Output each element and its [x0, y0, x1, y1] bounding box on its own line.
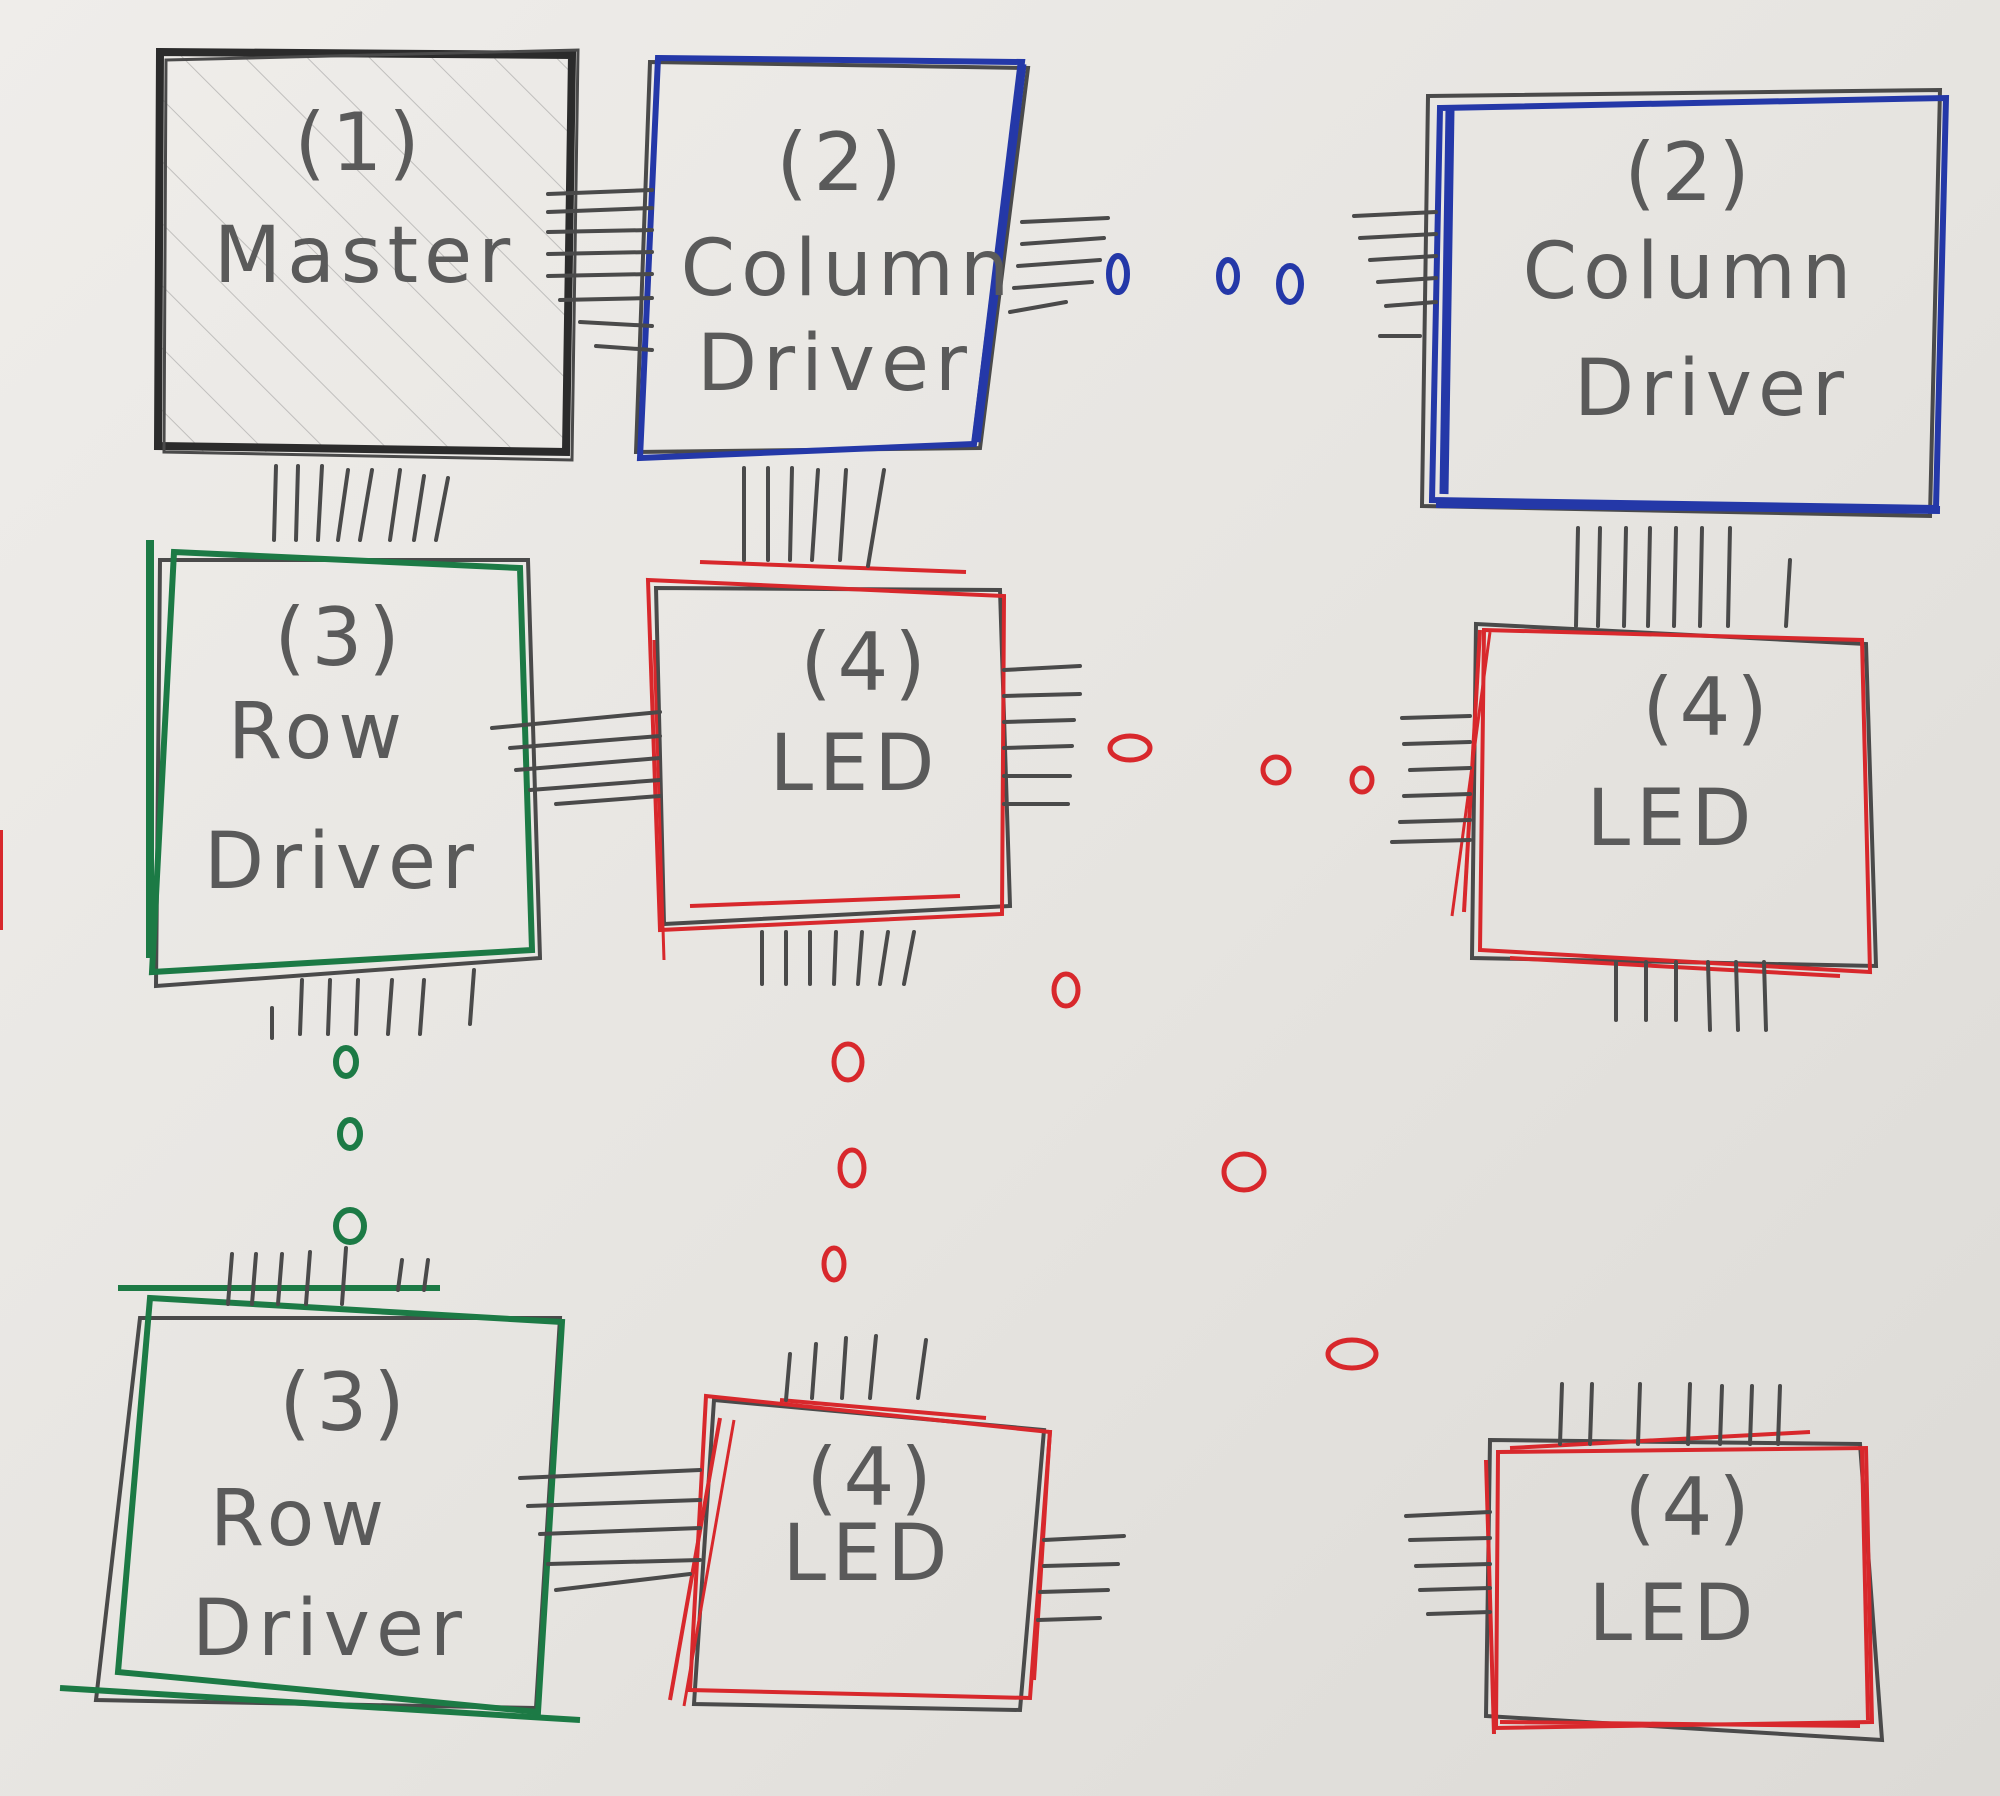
led-box: (4) LED	[1450, 621, 1879, 978]
led-column-continuation-dots	[821, 971, 1081, 1283]
led-label: LED	[770, 719, 941, 809]
led-label: LED	[783, 1509, 954, 1599]
column-driver-number: (2)	[776, 116, 907, 209]
master-to-column-wires	[546, 188, 654, 352]
master-box: (1) Master	[153, 47, 580, 462]
led-top-wires	[1558, 1382, 1782, 1446]
column-driver-label-line2: Driver	[697, 319, 973, 409]
master-to-row-wires	[272, 464, 450, 542]
row-driver-label-line1: Row	[228, 687, 408, 777]
column-driver-number: (2)	[1624, 126, 1755, 219]
led-label: LED	[1587, 774, 1758, 864]
row-driver-box: (3) Row Driver	[146, 540, 543, 989]
column-driver-label-line1: Column	[1523, 227, 1858, 317]
led-label: LED	[1589, 1569, 1760, 1659]
row-to-led-wires	[490, 710, 662, 806]
column-driver-label-line1: Column	[681, 224, 1016, 314]
led-right-wires	[1036, 1534, 1126, 1622]
column-driver-label-line2: Driver	[1574, 344, 1850, 434]
led-bottom-wires	[760, 930, 916, 986]
row-driver-box: (3) Row Driver	[59, 1285, 581, 1723]
row-to-led-wires	[518, 1468, 702, 1592]
row-bottom-wires	[270, 968, 476, 1040]
column-driver-box: (2) Column Driver	[633, 54, 1031, 462]
led-left-wires	[1390, 714, 1472, 844]
row-driver-label-line2: Driver	[192, 1584, 468, 1674]
row-top-wires	[226, 1246, 430, 1306]
row-driver-label-line2: Driver	[204, 817, 480, 907]
led-right-wires	[1002, 664, 1082, 806]
column-continuation-dots	[1106, 253, 1304, 305]
column-to-led-wires	[742, 466, 886, 568]
master-number: (1)	[294, 96, 425, 189]
master-label: Master	[214, 211, 516, 301]
led-number: (4)	[806, 1431, 937, 1524]
led-row-continuation-dots	[1107, 733, 1375, 795]
column-right-wires	[1008, 216, 1110, 314]
row-driver-number: (3)	[279, 1356, 410, 1449]
led-number: (4)	[1642, 661, 1773, 754]
led-left-wires	[1404, 1510, 1492, 1616]
led-box: (4) LED	[668, 1393, 1053, 1713]
column-driver-box: (2) Column Driver	[1419, 87, 1950, 519]
row-driver-number: (3)	[274, 591, 405, 684]
led-top-wires	[784, 1334, 928, 1402]
led-box: (4) LED	[1483, 1430, 1885, 1743]
led-box: (4) LED	[645, 560, 1013, 961]
led-bottom-wires	[1614, 960, 1768, 1032]
led-diagonal-continuation-dots	[1221, 1151, 1379, 1371]
led-number: (4)	[800, 616, 931, 709]
column-left-wires	[1352, 210, 1438, 338]
row-continuation-dots	[333, 1045, 367, 1245]
led-number: (4)	[1624, 1461, 1755, 1554]
row-driver-label-line1: Row	[210, 1474, 390, 1564]
column-to-led-wires	[1574, 526, 1792, 628]
